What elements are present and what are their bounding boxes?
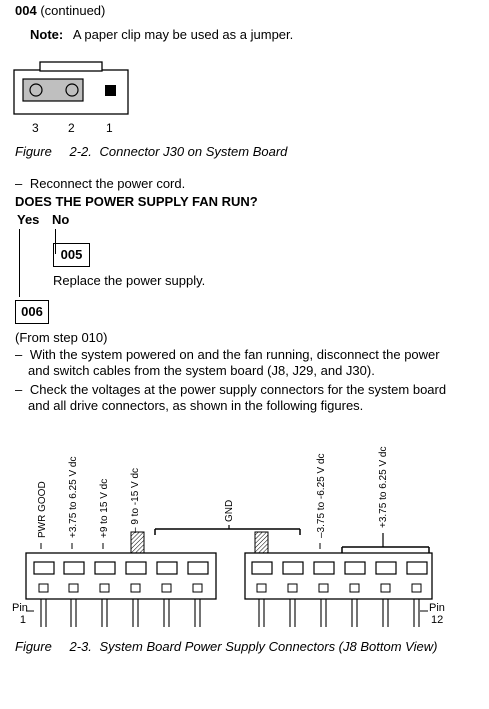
bullet-line: and switch cables from the system board … xyxy=(28,363,375,378)
figure-label: Figure xyxy=(15,639,52,654)
pin-number: 12 xyxy=(431,614,444,626)
answer-yes: Yes xyxy=(17,212,40,227)
figure-caption-text: Connector J30 on System Board xyxy=(99,144,288,159)
bullet-line: and all drive connectors, as shown in th… xyxy=(28,398,364,413)
bullet-dash: – xyxy=(15,382,23,397)
step-005-box: 005 xyxy=(53,243,90,267)
step-suffix: (continued) xyxy=(40,3,106,18)
bullet-dash: – xyxy=(15,176,23,191)
bullet-item-2: – Check the voltages at the power supply… xyxy=(15,382,446,414)
pin-text: Pin xyxy=(429,602,445,614)
figure-label: Figure xyxy=(15,144,52,159)
pin-label-3: 3 xyxy=(32,121,39,135)
yes-branch-line xyxy=(19,229,20,297)
note: Note: A paper clip may be used as a jump… xyxy=(30,27,293,42)
label-plus-3-75-right: +3.75 to 6.25 V dc xyxy=(378,447,389,528)
label-minus-3-75-right: –3.75 to -6.25 V dc xyxy=(316,453,327,538)
pin-12-label: Pin 12 xyxy=(429,602,445,626)
step-header: 004 (continued) xyxy=(15,3,105,18)
pin-label-1: 1 xyxy=(106,121,113,135)
figure-number: 2-2. xyxy=(69,144,92,159)
pin-label-2: 2 xyxy=(68,121,75,135)
label-plus-9-15: +9 to 15 V dc xyxy=(99,479,110,538)
instruction-reconnect: – Reconnect the power cord. xyxy=(15,176,185,191)
instruction-text: Reconnect the power cord. xyxy=(29,176,186,191)
figure-2-3-caption: Figure 2-3. System Board Power Supply Co… xyxy=(15,639,437,654)
step-005-text: Replace the power supply. xyxy=(53,273,206,288)
label-pwr-good: PWR GOOD xyxy=(37,481,48,538)
question-heading: DOES THE POWER SUPPLY FAN RUN? xyxy=(15,194,258,209)
bullet-line: Check the voltages at the power supply c… xyxy=(29,382,447,397)
step-number: 004 xyxy=(15,3,37,18)
step-006-box: 006 xyxy=(15,300,49,324)
figure-caption-text: System Board Power Supply Connectors (J8… xyxy=(99,639,438,654)
bullet-item-1: – With the system powered on and the fan… xyxy=(15,347,440,379)
connector-j30-diagram xyxy=(13,61,129,115)
label-gnd: GND xyxy=(224,500,235,522)
bullet-dash: – xyxy=(15,347,23,362)
no-branch-line xyxy=(55,229,56,254)
figure-number: 2-3. xyxy=(69,639,92,654)
pin-1-label: Pin 1 xyxy=(12,602,28,626)
answer-no: No xyxy=(52,212,70,227)
from-step-note: (From step 010) xyxy=(15,330,108,345)
figure-2-2-caption: Figure 2-2. Connector J30 on System Boar… xyxy=(15,144,287,159)
label-minus-9-15: – 9 to -15 V dc xyxy=(130,468,141,533)
bullet-line: With the system powered on and the fan r… xyxy=(29,347,440,362)
note-text: A paper clip may be used as a jumper. xyxy=(72,27,294,42)
power-connector-diagram: PWR GOOD +3.75 to 6.25 V dc +9 to 15 V d… xyxy=(25,447,433,627)
pin-text: Pin xyxy=(12,602,28,614)
pin-number: 1 xyxy=(19,614,27,626)
label-plus-3-75-left: +3.75 to 6.25 V dc xyxy=(68,457,79,538)
note-label: Note: xyxy=(30,27,64,42)
